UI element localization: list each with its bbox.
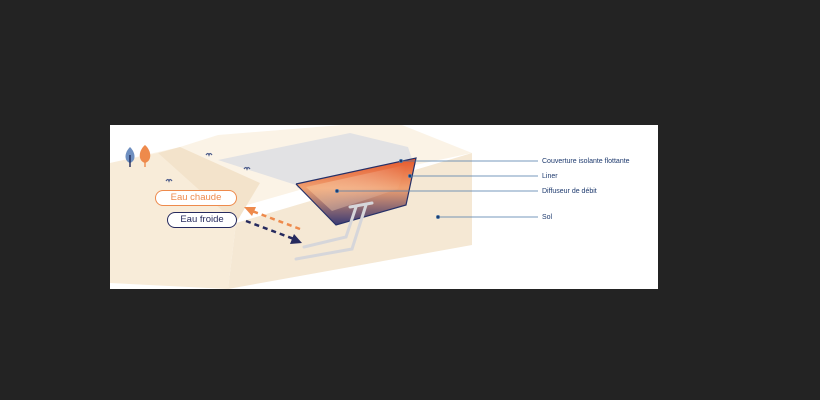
bird-icon bbox=[205, 152, 213, 157]
ground-ridge bbox=[158, 147, 260, 223]
diffuser-pipe bbox=[294, 203, 368, 261]
tree-icon bbox=[125, 147, 135, 167]
pond-diagram bbox=[110, 125, 538, 289]
callout-diffuser: Diffuseur de débit bbox=[542, 188, 597, 195]
basin-highlight bbox=[306, 165, 406, 211]
cold-water-label: Eau froide bbox=[167, 212, 237, 228]
diagram-panel: Eau chaude Eau froide Couverture isolant… bbox=[110, 125, 658, 289]
tree-icon bbox=[139, 145, 151, 167]
callout-cover: Couverture isolante flottante bbox=[542, 158, 630, 165]
bird-icon bbox=[165, 178, 173, 183]
callout-lines bbox=[334, 159, 538, 220]
floating-cover bbox=[218, 133, 412, 185]
cold-water-arrow-head bbox=[290, 234, 302, 244]
liner-edge bbox=[295, 157, 417, 226]
callout-liner: Liner bbox=[542, 173, 558, 180]
hot-water-arrow-head bbox=[244, 207, 256, 216]
bird-icon bbox=[243, 166, 251, 171]
callout-soil: Sol bbox=[542, 214, 553, 221]
hot-water-label: Eau chaude bbox=[155, 190, 237, 206]
diffuser-head bbox=[348, 201, 374, 209]
